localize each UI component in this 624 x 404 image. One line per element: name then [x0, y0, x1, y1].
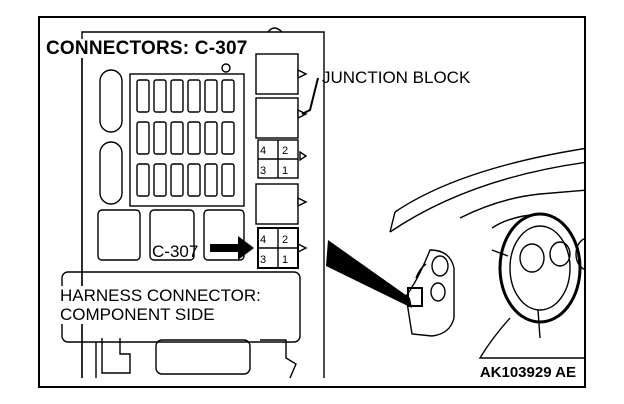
relay-box-3	[255, 183, 299, 225]
pin-4-upper: 4	[260, 145, 266, 157]
pointer-triangle-icon	[297, 68, 308, 80]
diagram-frame: 4 3 2 1 4 3 2 1 CONNECTORS: C-307 JUNCTI…	[38, 16, 586, 388]
diagram-drawing: 4 3 2 1 4 3 2 1	[61, 27, 584, 379]
relay-box-1	[255, 53, 299, 95]
pin-2-upper: 2	[282, 145, 288, 157]
harness-connector-label: HARNESS CONNECTOR: COMPONENT SIDE	[60, 286, 263, 324]
pin-2-lower: 2	[282, 234, 288, 246]
relay-box-2	[255, 97, 299, 139]
dashboard-illustration	[389, 147, 584, 359]
connector-pins-c307: 4 3 2 1	[257, 227, 299, 269]
harness-label-line2: COMPONENT SIDE	[60, 305, 215, 324]
fuse-slot-oval-upper	[99, 69, 123, 133]
junction-block-outline	[81, 31, 325, 378]
harness-label-line1: HARNESS CONNECTOR:	[60, 286, 261, 305]
fuse-cells	[136, 79, 235, 197]
connector-pins-upper: 4 3 2 1	[257, 139, 299, 179]
pin-1-lower: 1	[282, 254, 288, 266]
figure-code: AK103929 AE	[479, 364, 576, 381]
pin-3-lower: 3	[260, 254, 266, 266]
arrow-right-icon	[210, 236, 254, 260]
connector-label: C-307	[152, 242, 199, 261]
pin-1-upper: 1	[282, 165, 288, 177]
location-pointer	[326, 240, 412, 308]
junction-block-label: JUNCTION BLOCK	[322, 68, 471, 87]
pin-4-lower: 4	[260, 234, 266, 246]
diagram-title: CONNECTORS: C-307	[46, 38, 248, 59]
fuse-slot-oval-lower	[99, 141, 123, 205]
pin-3-upper: 3	[260, 165, 266, 177]
fuse-grid	[129, 73, 245, 207]
